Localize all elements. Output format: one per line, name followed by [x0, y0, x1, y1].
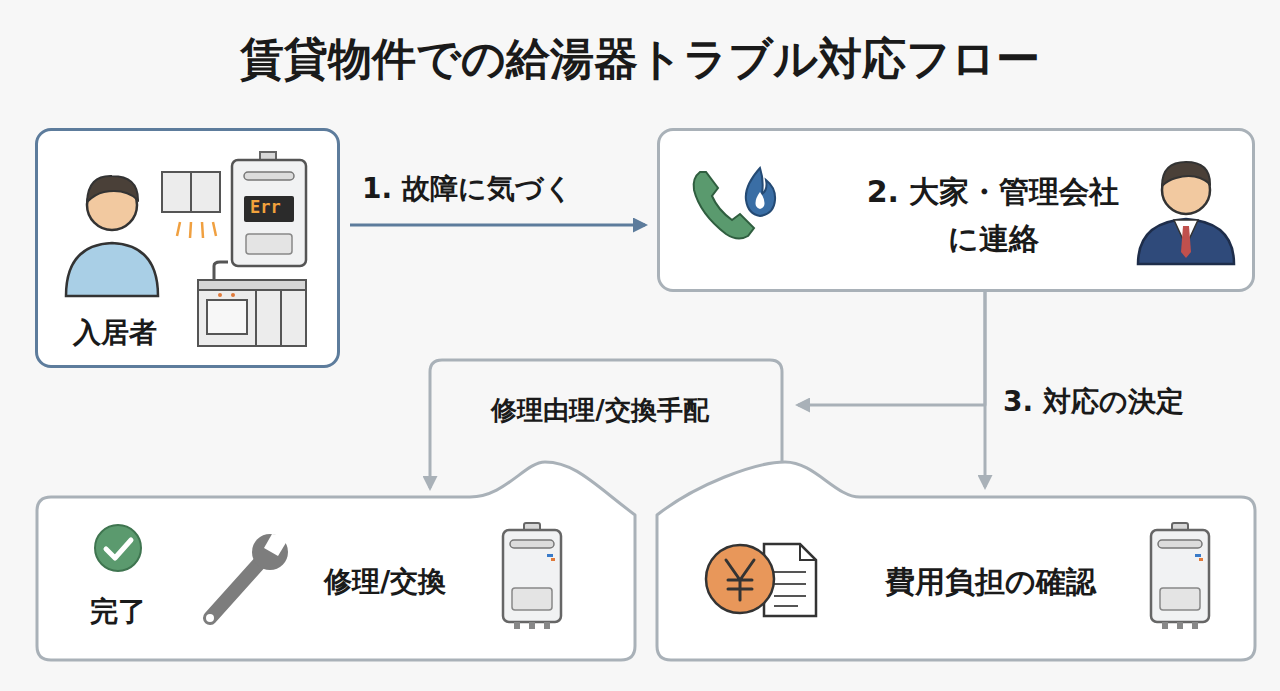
node-label: 費用負担の確認 [885, 559, 1096, 606]
diagram-title: 賃貸物件での給湯器トラブル対応フロー [0, 30, 1280, 89]
cost-box: 費用負担の確認 [655, 455, 1257, 662]
contact-box: 2. 大家・管理会社 に連絡 [657, 128, 1255, 292]
flow-arrow [984, 292, 987, 487]
repair-box: 完了 修理/交換 [35, 455, 637, 662]
error-code: Err [250, 197, 281, 217]
node-outline-path [657, 462, 1255, 660]
node-label: 修理/交換 [324, 560, 446, 603]
flow-arrow [798, 292, 985, 405]
arrangement-bracket: 修理由理/交換手配 [428, 358, 784, 440]
resident-box: 入居者 [35, 128, 340, 368]
node-outline-path [430, 360, 782, 462]
node-outline [35, 455, 637, 662]
node-outline [655, 455, 1257, 662]
node-label: 入居者 [73, 311, 157, 354]
node-label: 完了 [90, 590, 146, 633]
flow-arrow [350, 224, 645, 227]
flow-arrow [429, 440, 432, 488]
edge-label: 3. 対応の決定 [1003, 383, 1184, 421]
edge-label: 1. 故障に気づく [362, 170, 573, 208]
node-label: 修理由理/交換手配 [491, 390, 709, 430]
node-outline-path [37, 462, 635, 660]
node-label: 2. 大家・管理会社 に連絡 [848, 169, 1138, 262]
